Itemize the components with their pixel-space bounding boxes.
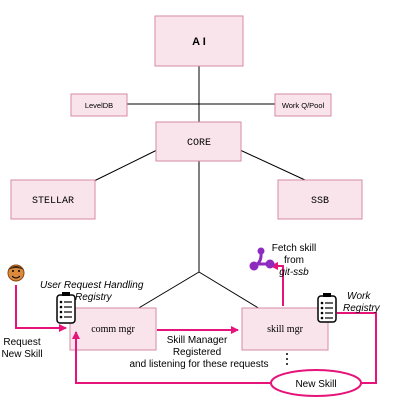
ai-box: A I	[154, 15, 244, 67]
request-new-skill-label-1: Request	[3, 337, 40, 348]
request-new-skill-label-2: New Skill	[1, 349, 42, 360]
core-box: CORE	[155, 121, 242, 162]
fetch-skill-label-3: git-ssb	[279, 267, 309, 278]
comm-mgr-box: comm mgr	[69, 307, 157, 351]
user-request-registry-label-2: Registry	[75, 292, 113, 303]
skill-manager-registered-label-2: Registered	[173, 347, 221, 358]
skill-mgr-label: skill mgr	[267, 324, 304, 335]
fetch-skill-arrow	[270, 262, 284, 306]
user-face-icon	[7, 264, 25, 282]
ssb-label: SSB	[311, 196, 329, 207]
core-to-stellar-line	[91, 149, 158, 183]
work-registry-label-1: Work	[347, 291, 371, 302]
git-branch-icon	[249, 247, 275, 271]
request-arrow	[15, 285, 67, 332]
comm-mgr-label: comm mgr	[91, 324, 135, 335]
ai-label: A I	[192, 36, 206, 48]
fetch-skill-label-2: from	[284, 255, 304, 266]
split-to-skill-line	[198, 271, 266, 313]
new-skill-node: New Skill	[270, 369, 362, 397]
core-to-ssb-line	[239, 149, 306, 181]
return-to-comm-arrow	[72, 331, 271, 384]
stellar-label: STELLAR	[32, 196, 74, 207]
skill-manager-registered-label-1: Skill Manager	[167, 335, 228, 346]
connector-lines	[91, 66, 306, 313]
new-skill-label: New Skill	[295, 379, 336, 390]
clipboard-list-icon	[56, 292, 76, 324]
workq-label: Work Q/Pool	[282, 101, 325, 110]
leveldb-label: LevelDB	[85, 101, 113, 110]
user-request-registry-label-1: User Request Handling	[40, 280, 144, 291]
skill-mgr-box: skill mgr	[241, 307, 329, 351]
fetch-skill-label-1: Fetch skill	[272, 243, 316, 254]
ssb-box: SSB	[277, 179, 363, 220]
flow-arrows	[15, 262, 377, 384]
work-registry-label-2: Registry	[343, 303, 381, 314]
core-label: CORE	[187, 138, 211, 149]
stellar-box: STELLAR	[10, 179, 96, 220]
leveldb-box: LevelDB	[70, 93, 128, 117]
clipboard-list-icon	[317, 293, 337, 323]
work-registry-loop-line	[337, 312, 377, 384]
workq-box: Work Q/Pool	[274, 93, 332, 117]
split-to-comm-line	[131, 271, 200, 313]
skill-manager-registered-label-3: and listening for these requests	[130, 359, 269, 370]
